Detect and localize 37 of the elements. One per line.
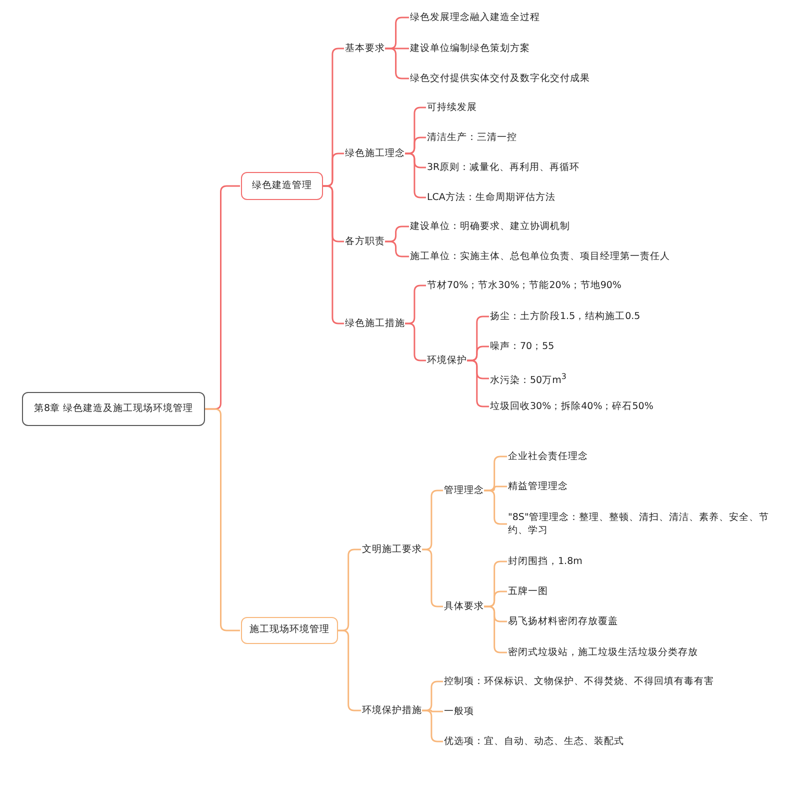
topic-label: 企业社会责任理念 xyxy=(508,450,588,463)
topic-label: 文明施工要求 xyxy=(362,543,422,556)
topic-label: 控制项：环保标识、文物保护、不得焚烧、不得回填有毒有害 xyxy=(444,675,714,688)
topic-label: 易飞扬材料密闭存放覆盖 xyxy=(508,615,618,628)
topic-label: 各方职责 xyxy=(345,235,385,248)
topic-label: 管理理念 xyxy=(444,484,484,497)
topic-label: 施工单位：实施主体、总包单位负责、项目经理第一责任人 xyxy=(410,250,670,263)
topic-label: 噪声：70；55 xyxy=(490,340,554,353)
topic-box: 第8章 绿色建造及施工现场环境管理 xyxy=(22,392,205,426)
topic-label: 扬尘：土方阶段1.5，结构施工0.5 xyxy=(490,310,640,323)
topic-label: 环境保护措施 xyxy=(362,704,422,717)
topic-label: 绿色交付提供实体交付及数字化交付成果 xyxy=(410,72,590,85)
topic-label: 绿色施工理念 xyxy=(345,147,405,160)
topic-label: 环境保护 xyxy=(427,354,467,367)
connector xyxy=(205,408,240,632)
topic-label: 具体要求 xyxy=(444,600,484,613)
topic-box: 施工现场环境管理 xyxy=(241,616,338,644)
topic-label: 垃圾回收30%；拆除40%；碎石50% xyxy=(490,400,654,413)
topic-label: 优选项：宜、自动、动态、生态、装配式 xyxy=(444,735,624,748)
topic-label: "8S"管理理念：整理、整顿、清扫、清洁、素养、安全、节约、学习 xyxy=(508,511,770,537)
topic-label: 水污染：50万m$^{3}$ xyxy=(490,370,566,388)
topic-label: 五牌一图 xyxy=(508,585,548,598)
topic-label: 精益管理理念 xyxy=(508,480,568,493)
topic-label: 3R原则：减量化、再利用、再循环 xyxy=(427,161,580,174)
topic-label: 基本要求 xyxy=(345,42,385,55)
topic-label: 封闭围挡，1.8m xyxy=(508,555,582,568)
topic-label: 可持续发展 xyxy=(427,101,477,114)
topic-label: 建设单位：明确要求、建立协调机制 xyxy=(410,220,570,233)
topic-label: 建设单位编制绿色策划方案 xyxy=(410,42,530,55)
topic-label: 清洁生产：三清一控 xyxy=(427,131,517,144)
topic-label: 绿色施工措施 xyxy=(345,317,405,330)
topic-label: 密闭式垃圾站，施工垃圾生活垃圾分类存放 xyxy=(508,646,698,659)
topic-label: 绿色发展理念融入建造全过程 xyxy=(410,11,540,24)
topic-box: 绿色建造管理 xyxy=(241,172,323,200)
topic-label: 一般项 xyxy=(444,705,474,718)
topic-label: LCA方法：生命周期评估方法 xyxy=(427,191,556,204)
topic-label: 节材70%；节水30%；节能20%；节地90% xyxy=(427,279,622,292)
